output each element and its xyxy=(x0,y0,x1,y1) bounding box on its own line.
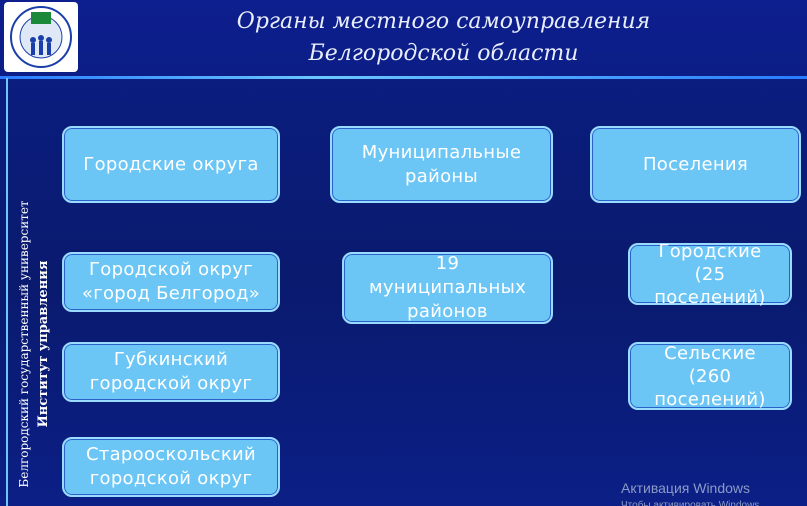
box-gubkin-label: Губкинский городской округ xyxy=(89,349,253,394)
box-rural-settlements-label: Сельские (260 поселений) xyxy=(654,342,766,410)
box-districts-count: 19 муниципальных районов xyxy=(342,252,553,324)
slide-header: Органы местного самоуправления Белгородс… xyxy=(0,0,807,78)
box-belgorod: Городской округ «город Белгород» xyxy=(62,252,280,312)
logo-emblem-icon xyxy=(10,6,72,68)
header-municipal-districts-label: Муниципальные районы xyxy=(361,141,522,187)
box-rural-settlements: Сельские (260 поселений) xyxy=(628,342,792,410)
box-gubkin: Губкинский городской округ xyxy=(62,342,280,402)
box-urban-settlements-label: Городские (25 поселений) xyxy=(654,240,766,308)
side-divider xyxy=(6,78,8,506)
slide-title-line2: Белгородской области xyxy=(308,41,579,66)
university-name: Белгородский государственный университет xyxy=(17,200,31,488)
header-settlements: Поселения xyxy=(590,126,801,203)
windows-activation-watermark: Активация Windows xyxy=(621,480,751,496)
box-belgorod-label: Городской округ «город Белгород» xyxy=(81,259,261,304)
windows-activation-subtext: Чтобы активировать Windows xyxy=(621,500,760,506)
box-stary-oskol: Старооскольский городской округ xyxy=(62,437,280,497)
box-urban-settlements: Городские (25 поселений) xyxy=(628,241,792,308)
header-settlements-label: Поселения xyxy=(642,153,749,175)
header-municipal-districts: Муниципальные районы xyxy=(330,126,553,203)
header-urban-districts-label: Городские округа xyxy=(83,153,259,175)
institute-name: Институт управления xyxy=(36,260,51,428)
vertical-caption: Белгородский государственный университет… xyxy=(14,195,58,493)
header-divider xyxy=(0,76,807,79)
box-districts-count-label: 19 муниципальных районов xyxy=(368,253,527,322)
slide-title-line1: Органы местного самоуправления xyxy=(236,9,651,34)
box-stary-oskol-label: Старооскольский городской округ xyxy=(85,444,257,489)
header-urban-districts: Городские округа xyxy=(62,126,280,203)
institute-logo xyxy=(4,2,78,72)
